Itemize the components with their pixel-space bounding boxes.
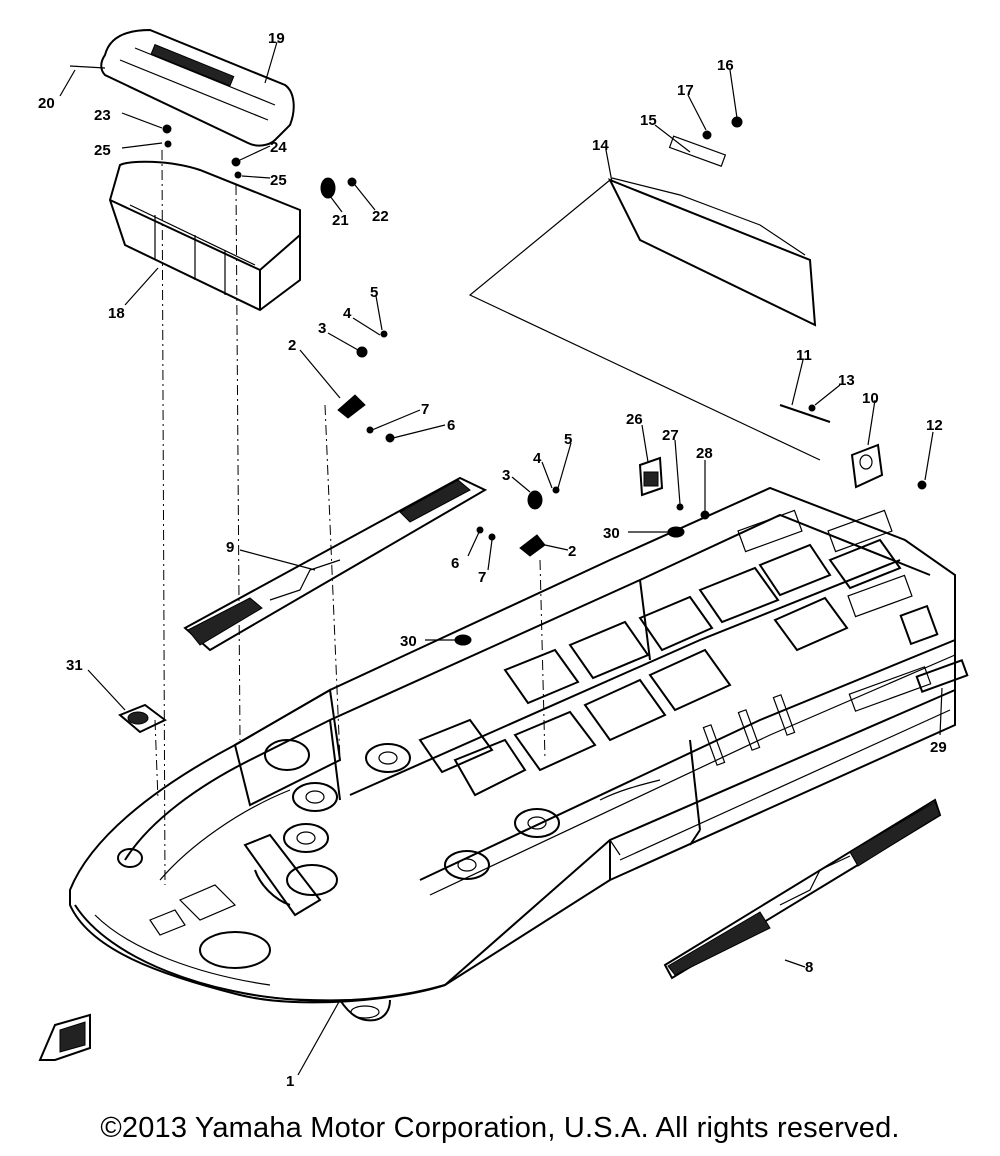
rivet-28	[701, 511, 709, 519]
callout-28: 28	[696, 445, 713, 462]
rear-panel	[610, 117, 815, 325]
callout-30b: 30	[400, 633, 417, 650]
callout-6a: 6	[447, 417, 455, 434]
callout-31: 31	[66, 657, 83, 674]
callout-9: 9	[226, 539, 234, 556]
callout-labels: 1 2 2 3 3 4 4 5 5 6 6 7 7 8 9 10 11 12 1…	[38, 30, 947, 1090]
callout-14: 14	[592, 137, 609, 154]
callout-4b: 4	[533, 450, 542, 467]
callout-20: 20	[38, 95, 55, 112]
callout-5a: 5	[370, 284, 378, 301]
decal-29	[917, 660, 968, 691]
callout-12: 12	[926, 417, 943, 434]
clip-13	[809, 405, 815, 411]
callout-16: 16	[717, 57, 734, 74]
callout-4a: 4	[343, 305, 352, 322]
callout-13: 13	[838, 372, 855, 389]
running-board-right	[665, 800, 940, 978]
handle-mount-right	[477, 487, 559, 556]
rivet-27	[677, 504, 683, 510]
callout-3a: 3	[318, 320, 326, 337]
callout-2a: 2	[568, 543, 576, 560]
seat-cover	[101, 30, 293, 146]
chassis-frame	[70, 488, 955, 1020]
bracket-10	[852, 445, 882, 487]
callout-11: 11	[796, 347, 812, 364]
storage-box	[110, 162, 300, 310]
handle-mount-left	[338, 331, 394, 442]
callout-24: 24	[270, 139, 287, 156]
callout-21: 21	[332, 212, 349, 229]
leader-lines	[60, 42, 942, 1075]
callout-25a: 25	[94, 142, 111, 159]
parts-exploded-diagram: 1 2 2 3 3 4 4 5 5 6 6 7 7 8 9 10 11 12 1…	[38, 0, 1000, 1090]
suspension-mounts	[284, 744, 559, 879]
callout-10: 10	[862, 390, 879, 407]
callout-22: 22	[372, 208, 389, 225]
rivet-24	[232, 158, 240, 166]
copyright-notice: ©2013 Yamaha Motor Corporation, U.S.A. A…	[100, 1112, 900, 1144]
rod-11	[780, 405, 830, 422]
washer-25a	[165, 141, 171, 147]
callout-29: 29	[930, 739, 947, 756]
callout-1: 1	[286, 1073, 294, 1090]
nut-12	[918, 481, 926, 489]
callout-15: 15	[640, 112, 657, 129]
callout-17: 17	[677, 82, 694, 99]
latch-21	[321, 178, 356, 198]
callout-25b: 25	[270, 172, 287, 189]
callout-2b: 2	[288, 337, 296, 354]
grommet-30a	[668, 527, 684, 537]
callout-23: 23	[94, 107, 111, 124]
callout-27: 27	[662, 427, 679, 444]
callout-3b: 3	[502, 467, 510, 484]
grommet-30b	[455, 635, 471, 645]
callout-5b: 5	[564, 431, 572, 448]
rivet-23	[163, 125, 171, 133]
running-board-left	[185, 478, 485, 650]
callout-7a: 7	[421, 401, 429, 418]
front-arrow-emblem	[40, 1015, 90, 1060]
callout-18: 18	[108, 305, 125, 322]
callout-30a: 30	[603, 525, 620, 542]
callout-26: 26	[626, 411, 643, 428]
callout-8: 8	[805, 959, 813, 976]
plate-26	[640, 458, 662, 495]
pin-20	[70, 66, 105, 68]
reflector-31	[120, 705, 165, 732]
callout-6b: 6	[451, 555, 459, 572]
callout-19: 19	[268, 30, 285, 47]
washer-25b	[235, 172, 241, 178]
callout-7b: 7	[478, 569, 486, 586]
alignment-lines	[155, 150, 820, 885]
